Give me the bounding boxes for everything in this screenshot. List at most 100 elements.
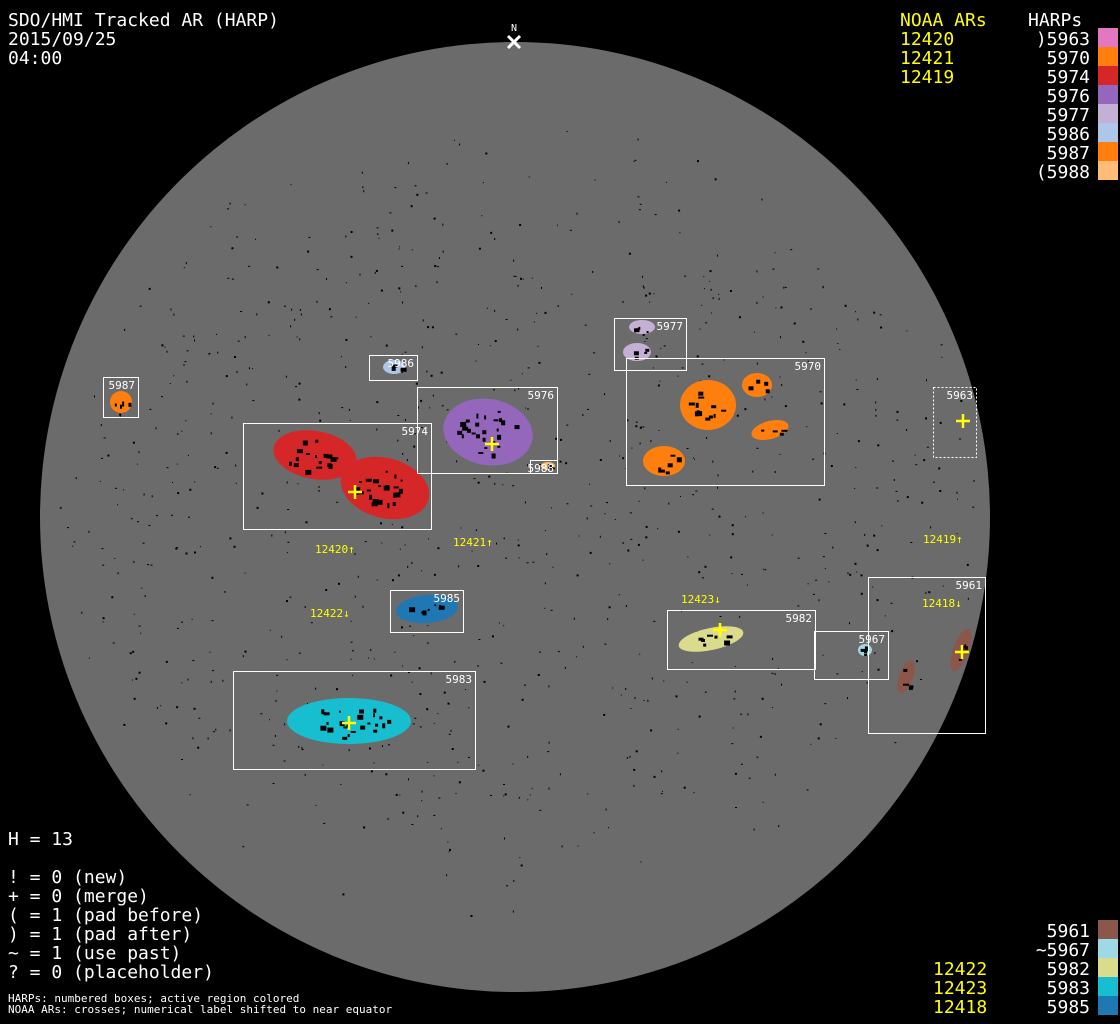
stat-line: ! = 0 (new) [8,867,128,888]
sunspot [387,503,390,509]
sunspot [398,488,403,494]
sunspot [434,604,437,607]
sunspot [633,351,639,356]
sunspot [376,499,383,505]
sunspot [491,453,496,459]
sunspot [295,457,299,462]
sunspot [321,709,325,715]
sunspot [327,727,334,733]
noaa-cross-icon [342,716,356,730]
sunspot [698,391,704,396]
sunspot [645,348,650,352]
harp-box-label: 5987 [109,379,136,392]
sunspot [721,409,727,412]
sunspot [393,486,399,489]
harp-box-5976[interactable] [417,387,558,474]
sunspot [323,712,330,716]
sunspot [393,492,396,498]
sunspot [772,430,778,433]
sunspot [378,485,382,488]
active-region-5976 [443,398,533,466]
sunspot [122,401,125,407]
sunspot [667,463,673,468]
sunspot [427,608,430,611]
sunspot [688,402,695,406]
sunspot [334,457,339,460]
sunspot [497,410,501,413]
harp-color-swatch [1098,958,1118,977]
harp-color-swatch [1098,939,1118,958]
sunspot [665,471,670,475]
harp-box-label: 5976 [528,389,555,402]
sunspot [658,469,665,473]
stat-line: + = 0 (merge) [8,886,149,907]
sunspot [326,454,333,459]
stat-line: ? = 0 (placeholder) [8,962,214,983]
sunspot [499,418,503,423]
north-label: N [511,23,517,34]
sunspot [497,434,502,440]
sunspot [475,422,480,427]
sunspot [471,432,476,435]
sunspot [320,725,327,731]
harp-legend-item: )5963 [1035,29,1090,50]
noaa-ar-label: 12418↓ [922,597,962,610]
sunspot [496,428,499,432]
active-region-5961 [897,660,915,694]
noaa-cross-icon [348,485,362,499]
sunspot [367,722,371,725]
sunspot [392,502,396,506]
harp-box-label: 5961 [956,579,983,592]
harp-box-5977[interactable] [614,318,687,371]
sunspot [386,485,389,488]
title: SDO/HMI Tracked AR (HARP) [8,10,279,31]
sunspot [460,422,467,427]
sunspot [779,432,784,436]
sunspot [634,328,636,333]
sunspot [315,439,319,443]
noaa-heading: NOAA ARs [900,10,987,31]
sunspot [375,723,379,727]
sunspot [658,467,662,473]
harp-legend-item: 5970 [1046,48,1090,69]
harp-box-5987[interactable] [103,377,139,418]
sunspot [305,453,310,455]
harp-legend-item: ~5967 [1035,940,1090,961]
active-region-5977 [629,320,655,334]
sunspot [382,723,386,729]
sunspot [421,611,424,614]
sunspot [635,328,640,333]
harp-box-5982[interactable] [667,610,816,670]
sunspot [356,487,361,491]
sunspot [327,463,332,468]
harp-count: H = 13 [8,829,74,850]
harp-box-5961[interactable] [868,577,986,734]
sunspot [761,429,765,432]
noaa-legend-item: 12418 [933,997,988,1018]
harp-box-5986[interactable] [369,355,418,381]
sunspot [644,351,648,354]
sunspot [491,441,496,444]
harp-box-5988[interactable] [530,460,558,474]
harp-box-5985[interactable] [390,590,464,633]
sunspot [315,455,317,458]
harp-legend-item: 5986 [1046,124,1090,145]
sunspot [385,470,388,473]
sunspot [400,479,403,482]
harp-box-label: 5988 [528,462,555,475]
sunspot [360,725,366,730]
harp-box-label: 5986 [388,357,415,370]
sunspot [338,710,341,713]
harp-box-5963[interactable] [933,387,977,458]
harp-legend-item: 5983 [1046,978,1090,999]
harp-box-5967[interactable] [814,631,889,680]
sunspot [383,485,390,491]
sunspot [318,461,322,465]
harp-box-5970[interactable] [626,358,825,486]
harp-box-5974[interactable] [243,423,432,530]
noaa-ar-label: 12423↓ [681,593,721,606]
sunspot [484,447,488,449]
active-region-5970 [643,446,685,476]
harp-box-5983[interactable] [233,671,476,770]
